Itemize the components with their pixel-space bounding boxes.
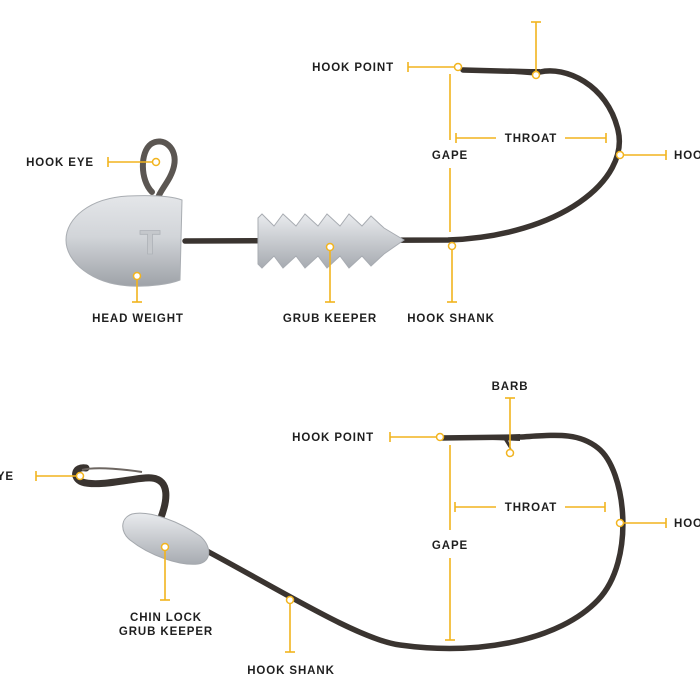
bottom-eye-cut-label: YE [0, 471, 14, 483]
top-throat-label: THROAT [505, 133, 557, 145]
callout-bottom-barb: BARB [492, 381, 529, 458]
callout-top-hook-shank: HOOK SHANK [407, 241, 495, 325]
callout-bottom-hook-shank: HOOK SHANK [247, 595, 335, 677]
bottom-hook-cut-label: HOO [674, 518, 700, 530]
bottom-throat-label: THROAT [505, 502, 557, 514]
bottom-hook-eye-inner [81, 467, 143, 473]
top-hook-point [462, 69, 540, 76]
bottom-hook-point [440, 434, 520, 441]
bottom-chin-lock-label-line1: CHIN LOCK [130, 612, 202, 624]
top-hook-eye-ring [139, 138, 178, 201]
callout-top-head-weight: HEAD WEIGHT [92, 271, 184, 325]
bottom-chin-lock-label-line2: GRUB KEEPER [119, 626, 213, 638]
top-jig-hook: T HOOK POINT HOOK EYE GAPE [26, 21, 700, 325]
top-head-weight [65, 195, 183, 287]
top-hook-wire [182, 67, 623, 244]
bottom-chin-lock-weight [122, 512, 210, 565]
bottom-barb-label: BARB [492, 381, 529, 393]
callout-bottom-hook-point: HOOK POINT [292, 432, 445, 444]
top-head-weight-label: HEAD WEIGHT [92, 313, 184, 325]
callout-top-hook-point: HOOK POINT [312, 62, 463, 74]
bottom-offset-hook: BARB HOOK POINT YE GAPE [0, 381, 700, 677]
callout-top-barb [531, 21, 541, 80]
top-gape-label: GAPE [432, 150, 468, 162]
top-grub-keeper-label: GRUB KEEPER [283, 313, 377, 325]
top-grub-keeper [257, 213, 405, 269]
callout-bottom-hook-bend: HOO [615, 518, 700, 530]
callout-top-hook-bend: HOO [615, 150, 700, 162]
callout-top-hook-eye: HOOK EYE [26, 157, 161, 169]
callout-top-gape: GAPE [432, 74, 468, 232]
bottom-gape-label: GAPE [432, 540, 468, 552]
top-head-logo: T [140, 224, 161, 262]
callout-top-throat: THROAT [455, 133, 607, 145]
top-hook-point-label: HOOK POINT [312, 62, 394, 74]
bottom-hook-wire [202, 432, 626, 652]
bottom-hook-eye-loop [72, 464, 170, 524]
top-hook-cut-label: HOO [674, 150, 700, 162]
callout-bottom-hook-eye: YE [0, 471, 85, 483]
callout-bottom-chin-lock: CHIN LOCK GRUB KEEPER [119, 542, 213, 638]
callout-bottom-gape: GAPE [432, 445, 468, 641]
callout-top-grub-keeper: GRUB KEEPER [283, 242, 377, 325]
top-hook-eye-label: HOOK EYE [26, 157, 94, 169]
top-hook-shank-label: HOOK SHANK [407, 313, 495, 325]
bottom-hook-shank-label: HOOK SHANK [247, 665, 335, 677]
callout-bottom-throat: THROAT [454, 502, 606, 514]
bottom-hook-point-label: HOOK POINT [292, 432, 374, 444]
